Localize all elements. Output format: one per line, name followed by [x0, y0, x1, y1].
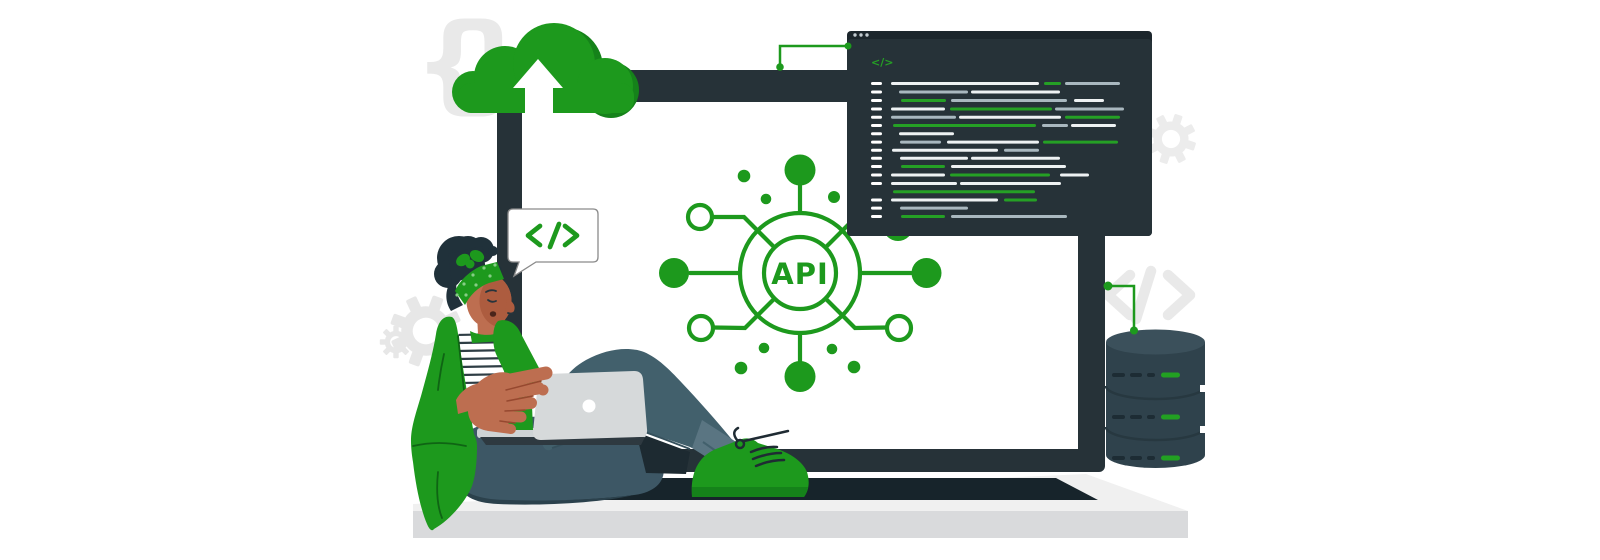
under-leg-shadow: [636, 432, 690, 474]
bubble-code-icon: [525, 221, 580, 250]
api-hub-label: API: [771, 257, 829, 291]
cloud-upload-icon: [452, 23, 639, 118]
laptop: [477, 371, 648, 445]
database-lights: [1112, 372, 1180, 461]
woman-jacket: [411, 316, 477, 531]
code-lines: [871, 82, 1124, 218]
face-features: [485, 289, 514, 315]
headband-dots: [455, 263, 497, 297]
laptop-base-edge: [480, 437, 645, 445]
headband-knot: [465, 259, 475, 269]
woman-mouth: [489, 311, 497, 317]
headband-knot-loop2: [469, 250, 485, 262]
jacket-creases: [412, 335, 467, 519]
code-chevrons-icon-right: [1102, 265, 1196, 325]
window-code-icon: </>: [871, 56, 893, 69]
monitor-base: [518, 478, 1098, 500]
sneaker-icon: [691, 426, 809, 497]
api-hub-icon: API: [659, 154, 942, 392]
woman-hand: [467, 366, 553, 434]
database-icon: [1103, 281, 1208, 468]
database-connector: [1103, 281, 1138, 335]
window-controls: [853, 33, 869, 37]
code-editor-window: </>: [776, 31, 1152, 236]
window-body: [847, 39, 1152, 236]
upload-arrow-icon: [513, 59, 563, 116]
woman-seat-shadow: [457, 482, 634, 505]
woman-figure: [411, 236, 809, 531]
woman-nose: [505, 299, 515, 315]
speech-bubble: [507, 208, 599, 278]
window-connector: [776, 42, 852, 71]
laptop-logo: [582, 399, 596, 413]
